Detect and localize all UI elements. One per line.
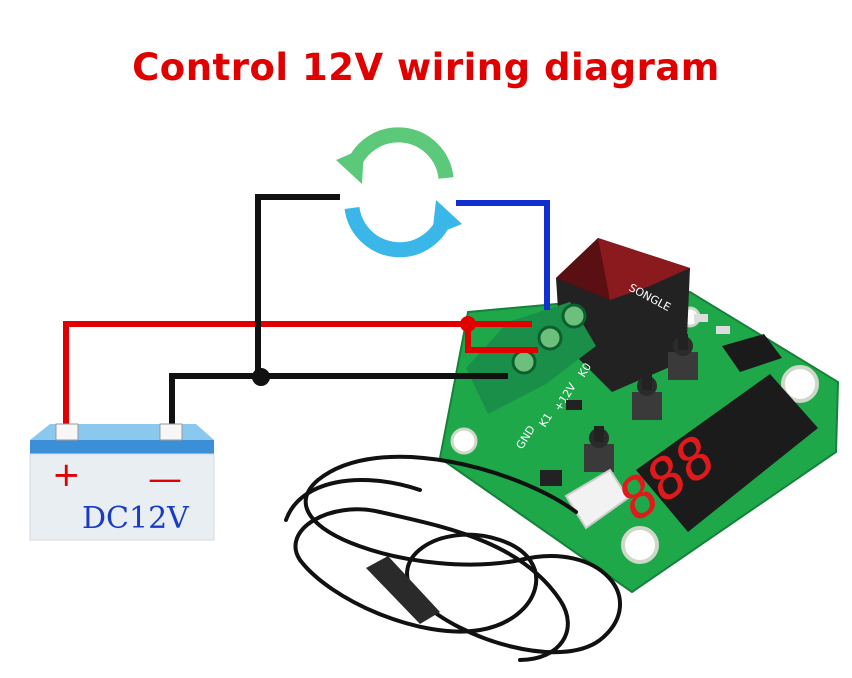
smd-component: [716, 326, 730, 334]
terminal-block: [466, 302, 596, 414]
positive-jumper-wire: [465, 324, 538, 353]
diagram-title: Control 12V wiring diagram: [132, 46, 720, 89]
load-wire: [456, 200, 550, 310]
positive-wire: [63, 321, 532, 426]
cycle-arrows-icon: [336, 127, 462, 258]
terminal-label-k1: K1: [537, 411, 556, 430]
negative-wire: [169, 373, 508, 430]
junction-dot: [252, 368, 270, 386]
smd-component: [540, 470, 562, 486]
battery-plus-symbol: +: [52, 455, 81, 495]
mounting-hole: [450, 427, 478, 455]
seven-segment-display: 888: [611, 374, 818, 537]
indicator-label: K0: [576, 361, 595, 380]
smd-component: [566, 400, 582, 410]
relay-icon: SONGLE: [556, 238, 690, 392]
thermostat-board: SONGLE GND K1 +12V K0: [438, 238, 840, 594]
smd-component: [694, 314, 708, 322]
sensor-probe-icon: [284, 454, 622, 662]
mounting-hole: [781, 365, 819, 403]
wires: [63, 194, 550, 430]
battery-negative-terminal: [159, 423, 183, 441]
probe-tip: [366, 556, 440, 624]
load-negative-wire: [255, 194, 340, 378]
board-button: [632, 374, 662, 420]
battery-positive-terminal: [55, 423, 79, 441]
junction-dot: [460, 316, 476, 332]
microcontroller-chip: [722, 334, 782, 372]
mounting-hole: [621, 526, 659, 564]
battery-minus-symbol: —: [148, 459, 182, 499]
board-button: [584, 426, 614, 472]
battery-icon: + — DC12V: [29, 423, 215, 541]
board-button: [668, 334, 698, 380]
battery-label: DC12V: [82, 501, 190, 536]
sensor-connector: [564, 468, 630, 530]
